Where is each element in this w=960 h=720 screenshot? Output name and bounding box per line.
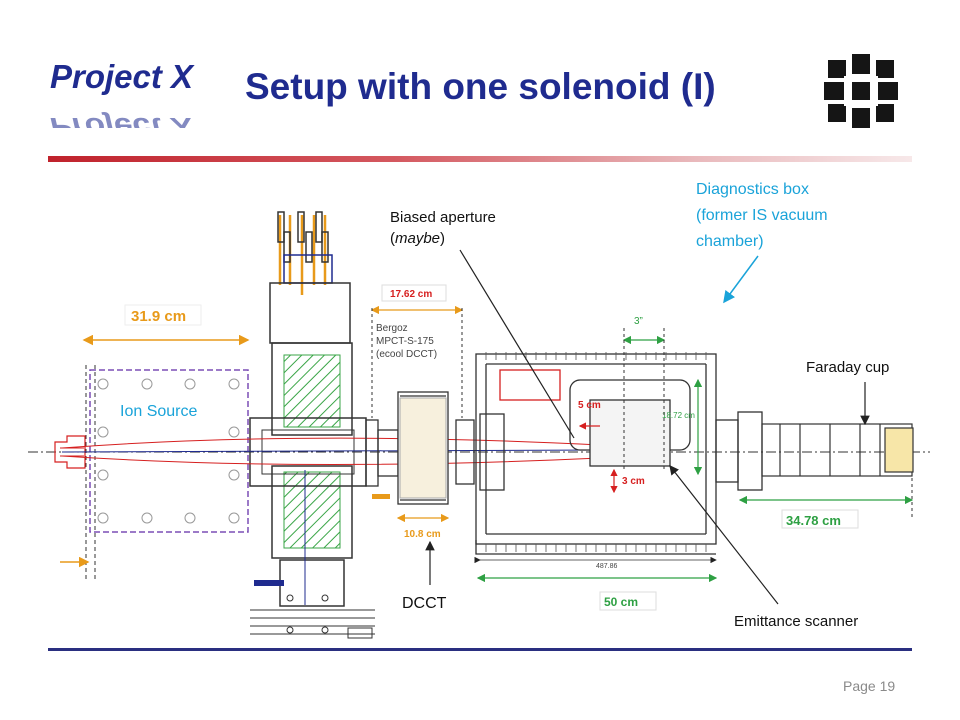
diag-box-line-2: (former IS vacuum (696, 207, 828, 224)
dim-17-62-label: 17.62 cm (390, 289, 432, 300)
diag-box-line-3: chamber) (696, 233, 764, 250)
dcct-label: DCCT (402, 595, 447, 612)
biased-aperture-line-1: Biased aperture (390, 209, 496, 226)
dim-487-86-label: 487.86 (596, 563, 618, 570)
faraday-cup (761, 423, 914, 477)
beam-envelope (61, 437, 601, 466)
biased-aperture-paren-open: ( (390, 230, 395, 247)
dim-50-label: 50 cm (604, 595, 638, 609)
footer-rule (48, 648, 912, 651)
ion-source (54, 365, 249, 582)
biased-aperture-maybe: maybe (395, 230, 440, 247)
emittance-scanner-label: Emittance scanner (734, 613, 858, 630)
page-number: Page 19 (843, 678, 896, 694)
biased-aperture-line-2: (maybe) (390, 230, 445, 247)
diag-box-line-1: Diagnostics box (696, 181, 809, 198)
slide-title: Setup with one solenoid (I) (245, 66, 716, 107)
dim-3in-label: 3” (634, 316, 643, 327)
title-rule (48, 156, 912, 162)
diagnostics-box (475, 353, 763, 555)
faraday-cup-label: Faraday cup (806, 359, 889, 376)
bergoz-line-3: (ecool DCCT) (376, 349, 437, 360)
ion-source-label: Ion Source (120, 403, 197, 420)
dim-5cm-label: 5 cm (578, 400, 601, 411)
logo-reflection: Project X (50, 112, 195, 128)
dim-10-8-label: 10.8 cm (404, 529, 441, 540)
bergoz-line-2: MPCT-S-175 (376, 336, 434, 347)
dim-18-72-label: 18.72 cm (662, 411, 695, 420)
fermilab-logo (824, 54, 898, 128)
project-x-logo: Project X Project X (50, 58, 195, 128)
solenoid (249, 211, 375, 639)
dim-3cm-label: 3 cm (622, 476, 645, 487)
biased-aperture-paren-close: ) (440, 230, 445, 247)
bergoz-line-1: Bergoz (376, 323, 408, 334)
dim-31-9-label: 31.9 cm (131, 308, 186, 325)
dim-34-78-label: 34.78 cm (786, 513, 841, 528)
logo-text: Project X (50, 58, 195, 95)
